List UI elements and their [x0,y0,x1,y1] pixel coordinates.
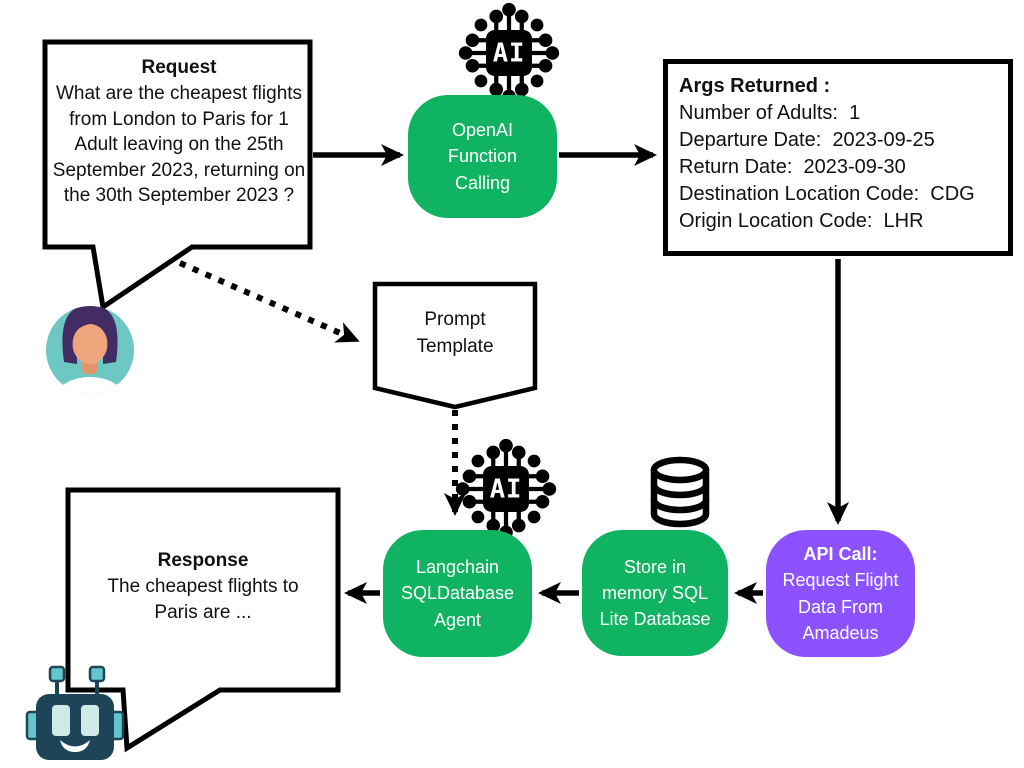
robot-avatar-icon [25,665,125,760]
ai-chip-label: AI [493,39,525,69]
response-body: The cheapest flights to Paris are ... [107,576,299,623]
args-line-destination: Destination Location Code: CDG [679,183,975,205]
node-label: Request Flight Data From Amadeus [782,570,899,643]
node-label: OpenAI Function Calling [447,120,518,193]
dotted-arrow-request-to-prompt [178,260,360,343]
node-store-in-memory-sqlite: Store in memory SQL Lite Database [582,530,728,656]
args-line-return: Return Date: 2023-09-30 [679,156,906,178]
ai-chip-label: AI [490,475,522,505]
node-label: Langchain SQLDatabase Agent [400,557,515,630]
ai-chip-icon: AI [461,5,557,101]
response-bubble-text: Response The cheapest flights to Paris a… [92,548,314,625]
args-line-origin: Origin Location Code: LHR [679,210,924,232]
prompt-template-shape [372,281,538,410]
response-bubble-shape [65,487,341,753]
user-avatar-icon [46,306,134,394]
args-line-adults: Number of Adults: 1 [679,102,861,124]
args-returned-box: Args Returned : Number of Adults: 1 Depa… [663,59,1013,256]
database-icon [650,456,710,528]
request-title: Request [141,57,217,78]
node-label: Store in memory SQL Lite Database [599,556,711,630]
node-api-call-amadeus: API Call: Request Flight Data From Amade… [766,530,915,657]
args-title: Args Returned : [679,75,831,97]
ai-chip-icon: AI [458,441,554,537]
node-openai-function-calling: OpenAI Function Calling [408,95,557,218]
node-title: API Call: [803,544,878,565]
request-body: What are the cheapest flights from Londo… [52,83,306,206]
node-langchain-sqldatabase-agent: Langchain SQLDatabase Agent [383,530,532,657]
args-line-departure: Departure Date: 2023-09-25 [679,129,935,151]
response-title: Response [157,550,249,571]
request-bubble-shape [42,39,313,312]
request-bubble-text: Request What are the cheapest flights fr… [52,55,306,209]
prompt-template-label: Prompt Template [416,309,494,357]
